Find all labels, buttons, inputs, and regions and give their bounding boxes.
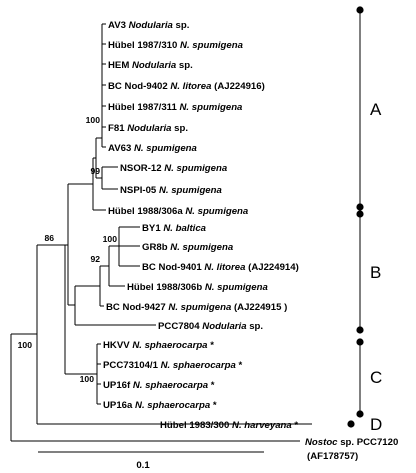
bracket-dot: [356, 6, 364, 14]
leaf-label: PCC73104/1 N. sphaerocarpa *: [103, 360, 242, 371]
scale-bar: 0.1: [38, 451, 264, 471]
bracket-dot: [356, 210, 364, 218]
leaf-label: BC Nod-9402 N. litorea (AJ224916): [108, 81, 265, 92]
scale-bar-label: 0.1: [136, 460, 150, 471]
leaf-label: NSOR-12 N. spumigena: [120, 163, 228, 174]
leaf-label: UP16a N. sphaerocarpa *: [103, 400, 217, 411]
bracket-dot: [356, 326, 364, 334]
bootstrap-values: 100 99 86 100 92 100 100: [18, 115, 118, 384]
bootstrap-value: 99: [90, 166, 100, 176]
leaf-label: UP16f N. sphaerocarpa *: [103, 380, 215, 391]
leaf-label: PCC7804 Nodularia sp.: [158, 321, 263, 332]
leaf-label: Nostoc sp. PCC7120: [305, 437, 398, 448]
leaf-label: HEM Nodularia sp.: [108, 60, 193, 71]
bootstrap-value: 100: [86, 115, 101, 125]
bootstrap-value: 100: [80, 374, 95, 384]
leaf-label: F81 Nodularia sp.: [108, 123, 188, 134]
leaf-label: Hübel 1988/306a N. spumigena: [108, 206, 249, 217]
group-bracket: A B C D: [347, 6, 382, 434]
bootstrap-value: 92: [90, 254, 100, 264]
leaf-label: GR8b N. spumigena: [142, 242, 234, 253]
bootstrap-value: 100: [103, 234, 118, 244]
leaf-label: BC Nod-9427 N. spumigena (AJ224915 ): [106, 302, 287, 313]
leaf-label: Hübel 1987/310 N. spumigena: [108, 40, 244, 51]
leaf-label: Hübel 1988/306b N. spumigena: [127, 282, 268, 293]
leaf-label: AV63 N. spumigena: [108, 143, 198, 154]
group-label-b: B: [370, 263, 381, 282]
leaf-label: NSPI-05 N. spumigena: [120, 185, 223, 196]
leaf-label: BY1 N. baltica: [142, 223, 207, 234]
bracket-dot: [356, 338, 364, 346]
bootstrap-value: 100: [18, 340, 33, 350]
group-label-a: A: [370, 100, 382, 119]
leaf-label: BC Nod-9401 N. litorea (AJ224914): [142, 262, 299, 273]
leaf-label: Hübel 1987/311 N. spumigena: [108, 102, 243, 113]
bracket-dot: [356, 410, 364, 418]
leaf-label-accession: (AF178757): [307, 451, 358, 462]
leaf-label: Hübel 1983/300 N. harveyana *: [160, 420, 298, 431]
leaf-label: HKVV N. sphaerocarpa *: [103, 340, 214, 351]
tree-branches: [10, 23, 312, 442]
leaf-label: AV3 Nodularia sp.: [108, 20, 189, 31]
group-label-d: D: [370, 415, 382, 434]
bootstrap-value: 86: [44, 233, 54, 243]
group-label-c: C: [370, 368, 382, 387]
bracket-dot: [347, 420, 355, 428]
bracket-dot: [356, 203, 364, 211]
leaf-labels: AV3 Nodularia sp. Hübel 1987/310 N. spum…: [103, 20, 398, 462]
